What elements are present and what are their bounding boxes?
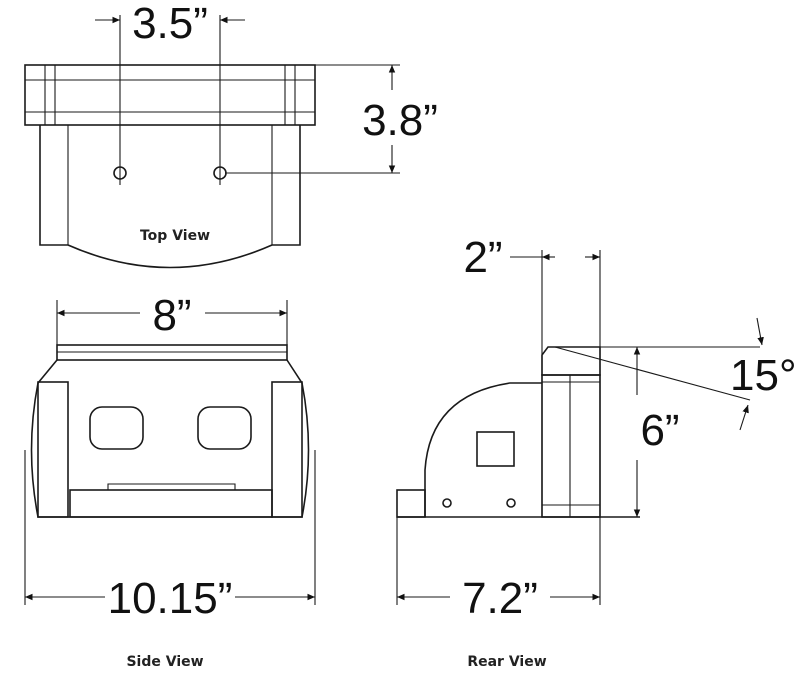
- top-view: 3.5” 3.8” Top View: [24, 0, 438, 269]
- top-view-bracket: [24, 64, 316, 126]
- rear-window: [476, 431, 515, 467]
- top-view-body: [39, 125, 301, 269]
- side-window: [197, 406, 252, 450]
- dim-top-depth: 3.8”: [362, 96, 438, 145]
- dim-height: 6”: [640, 406, 679, 455]
- side-window: [89, 406, 144, 450]
- side-view: 8” 10.15” Side View: [24, 291, 316, 670]
- top-view-label: Top View: [140, 228, 210, 244]
- dim-side-bottom: 10.15”: [108, 574, 233, 623]
- rear-view: 2” 15° 6” 7.2” Rear View: [396, 233, 797, 670]
- rear-body: [424, 382, 542, 517]
- dim-base-length: 7.2”: [462, 574, 538, 623]
- rear-view-label: Rear View: [467, 654, 546, 670]
- dim-side-top: 8”: [152, 291, 191, 340]
- side-body: [30, 359, 310, 518]
- dim-angle: 15°: [730, 351, 797, 400]
- side-view-label: Side View: [126, 654, 203, 670]
- dim-hole-spacing: 3.5”: [132, 0, 208, 48]
- dim-column-width: 2”: [463, 233, 502, 282]
- rear-column: [541, 374, 601, 518]
